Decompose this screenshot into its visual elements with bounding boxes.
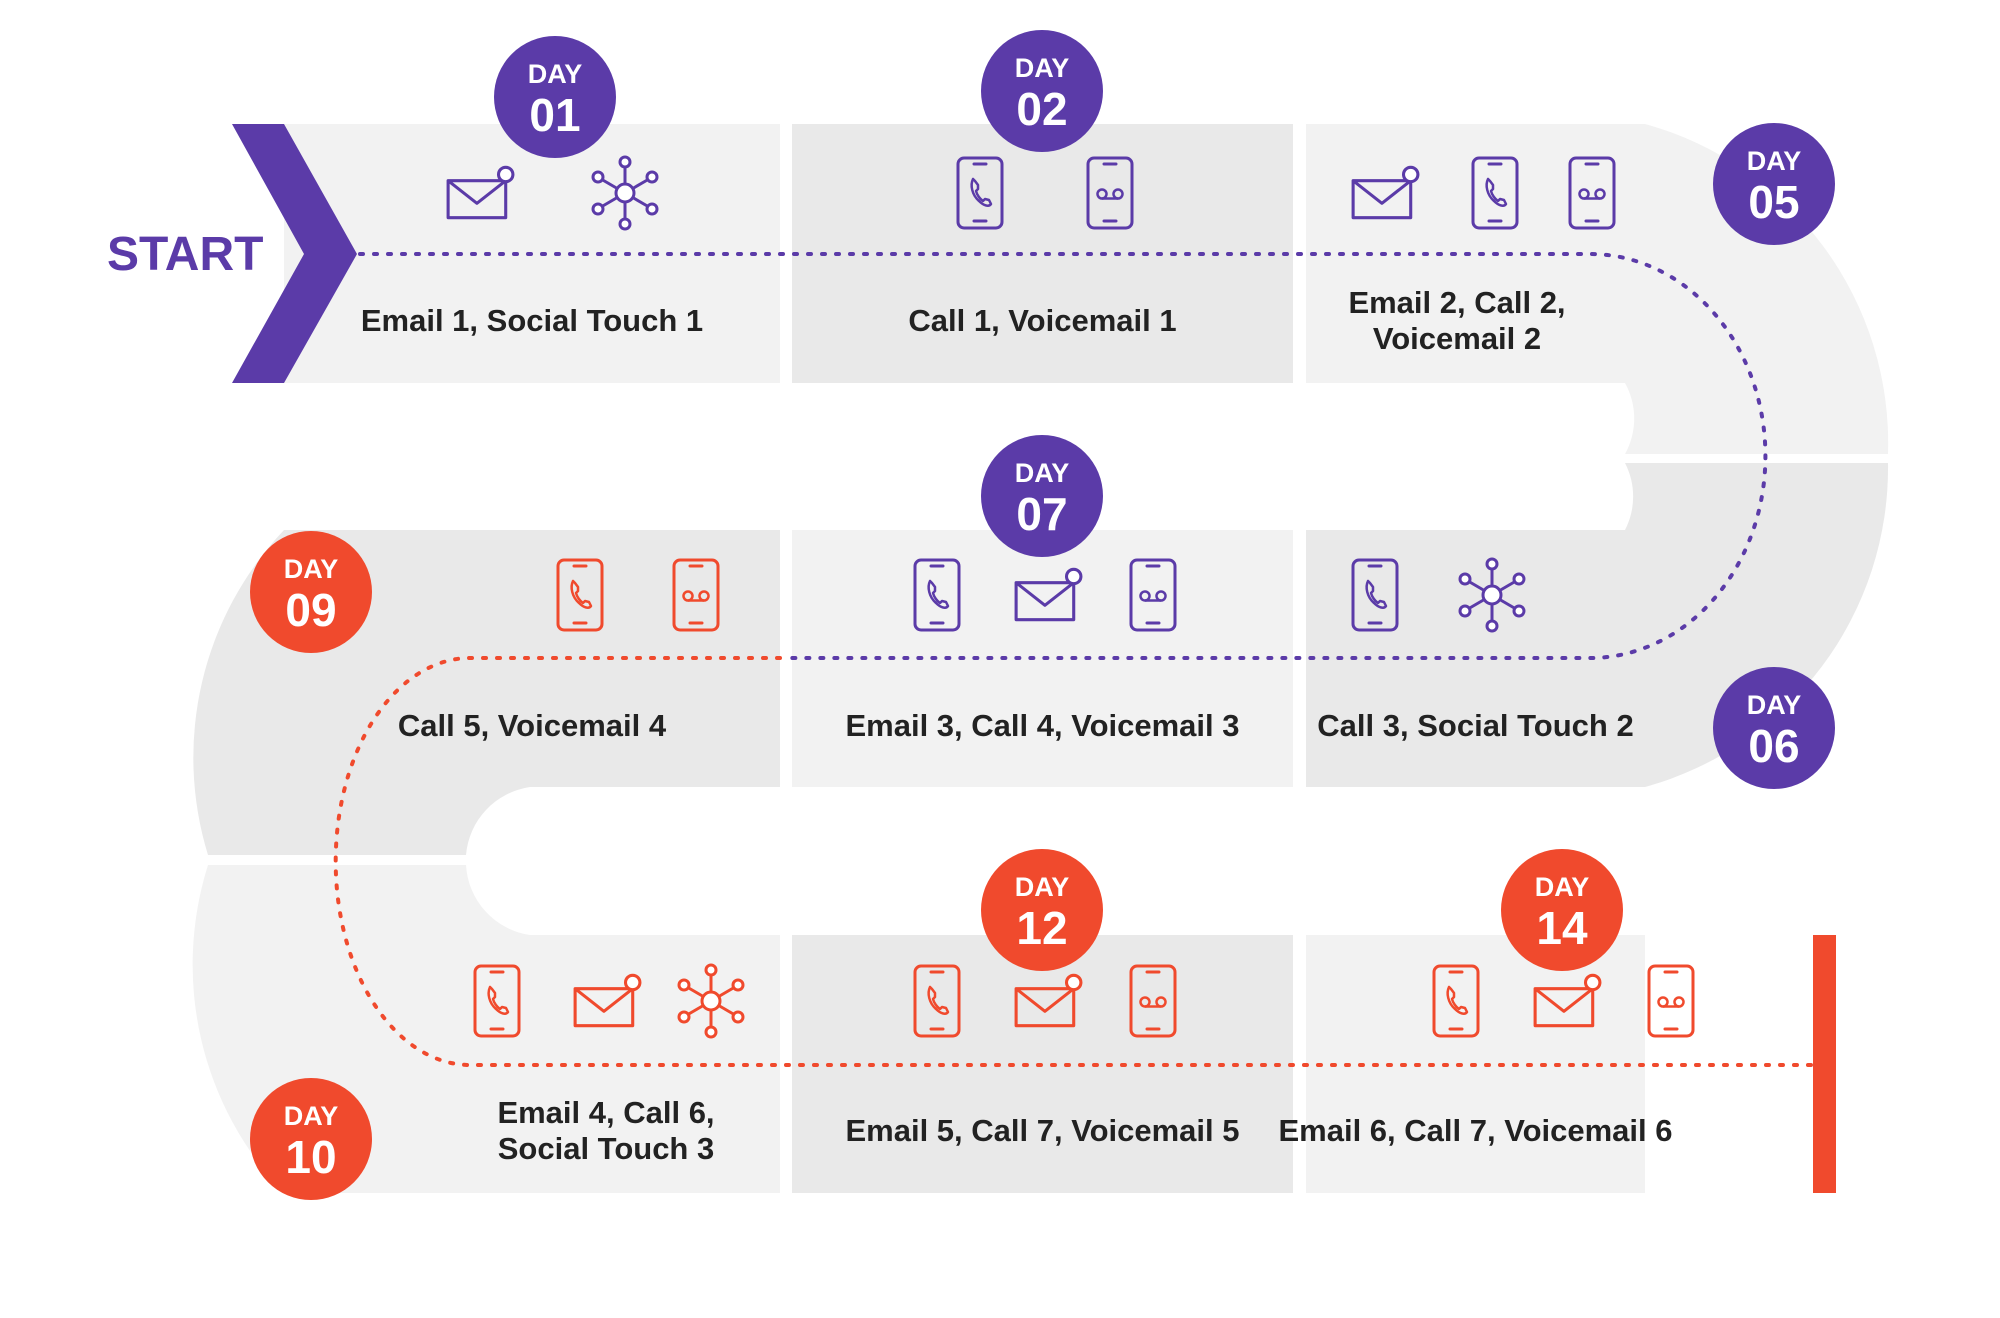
day-badge-word: DAY bbox=[1015, 458, 1070, 488]
day-badge-word: DAY bbox=[1535, 872, 1590, 902]
day-badge-circle bbox=[250, 1078, 372, 1200]
track-layer bbox=[192, 124, 1889, 1193]
segment-label: Call 1, Voicemail 1 bbox=[908, 303, 1176, 338]
day-badge-number: 12 bbox=[1016, 902, 1067, 954]
day-badge-word: DAY bbox=[1747, 690, 1802, 720]
day-badge-word: DAY bbox=[528, 59, 583, 89]
start-chevron bbox=[232, 124, 357, 383]
day-badge-number: 01 bbox=[529, 89, 580, 141]
segment-label: Call 5, Voicemail 4 bbox=[398, 708, 667, 743]
segment-label: Email 4, Call 6,Social Touch 3 bbox=[497, 1095, 714, 1166]
day-badge-circle bbox=[981, 435, 1103, 557]
track-block bbox=[1306, 124, 1645, 383]
day-badge-word: DAY bbox=[1015, 872, 1070, 902]
day-badge-number: 09 bbox=[285, 584, 336, 636]
day-badge-circle bbox=[494, 36, 616, 158]
segment-label: Email 1, Social Touch 1 bbox=[361, 303, 703, 338]
day-badge-circle bbox=[1713, 123, 1835, 245]
start-label: START bbox=[107, 228, 263, 281]
day-badge-circle bbox=[981, 30, 1103, 152]
day-badge-word: DAY bbox=[284, 554, 339, 584]
track-curve-lower-right bbox=[1625, 463, 1889, 787]
track-curve-upper-right bbox=[1625, 124, 1889, 454]
segment-label: Email 5, Call 7, Voicemail 5 bbox=[845, 1113, 1239, 1148]
day-badge-word: DAY bbox=[1747, 146, 1802, 176]
segment-label: Email 3, Call 4, Voicemail 3 bbox=[845, 708, 1239, 743]
segment-label: Email 2, Call 2,Voicemail 2 bbox=[1348, 285, 1565, 356]
day-badge-number: 14 bbox=[1536, 902, 1588, 954]
day-badge-number: 07 bbox=[1016, 488, 1067, 540]
day-badge-word: DAY bbox=[1015, 53, 1070, 83]
voicemail-icon bbox=[1647, 964, 1695, 1038]
dotted-path-layer bbox=[333, 252, 1815, 1067]
day-badge-number: 05 bbox=[1748, 176, 1799, 228]
day-badge-number: 10 bbox=[285, 1131, 336, 1183]
dotted-path-orange bbox=[333, 656, 1815, 1067]
finish-bar bbox=[1813, 935, 1836, 1193]
day-badge-number: 06 bbox=[1748, 720, 1799, 772]
segment-label: Call 3, Social Touch 2 bbox=[1317, 708, 1633, 743]
dotted-path-purple bbox=[358, 252, 1768, 660]
start-marker: START bbox=[107, 124, 357, 383]
day-badge-word: DAY bbox=[284, 1101, 339, 1131]
day-badge-circle bbox=[250, 531, 372, 653]
day-badge-number: 02 bbox=[1016, 83, 1067, 135]
track-block bbox=[792, 124, 1293, 383]
day-badge-circle bbox=[1713, 667, 1835, 789]
day-badge-circle bbox=[1501, 849, 1623, 971]
segment-label: Email 6, Call 7, Voicemail 6 bbox=[1278, 1113, 1672, 1148]
day-badge-circle bbox=[981, 849, 1103, 971]
